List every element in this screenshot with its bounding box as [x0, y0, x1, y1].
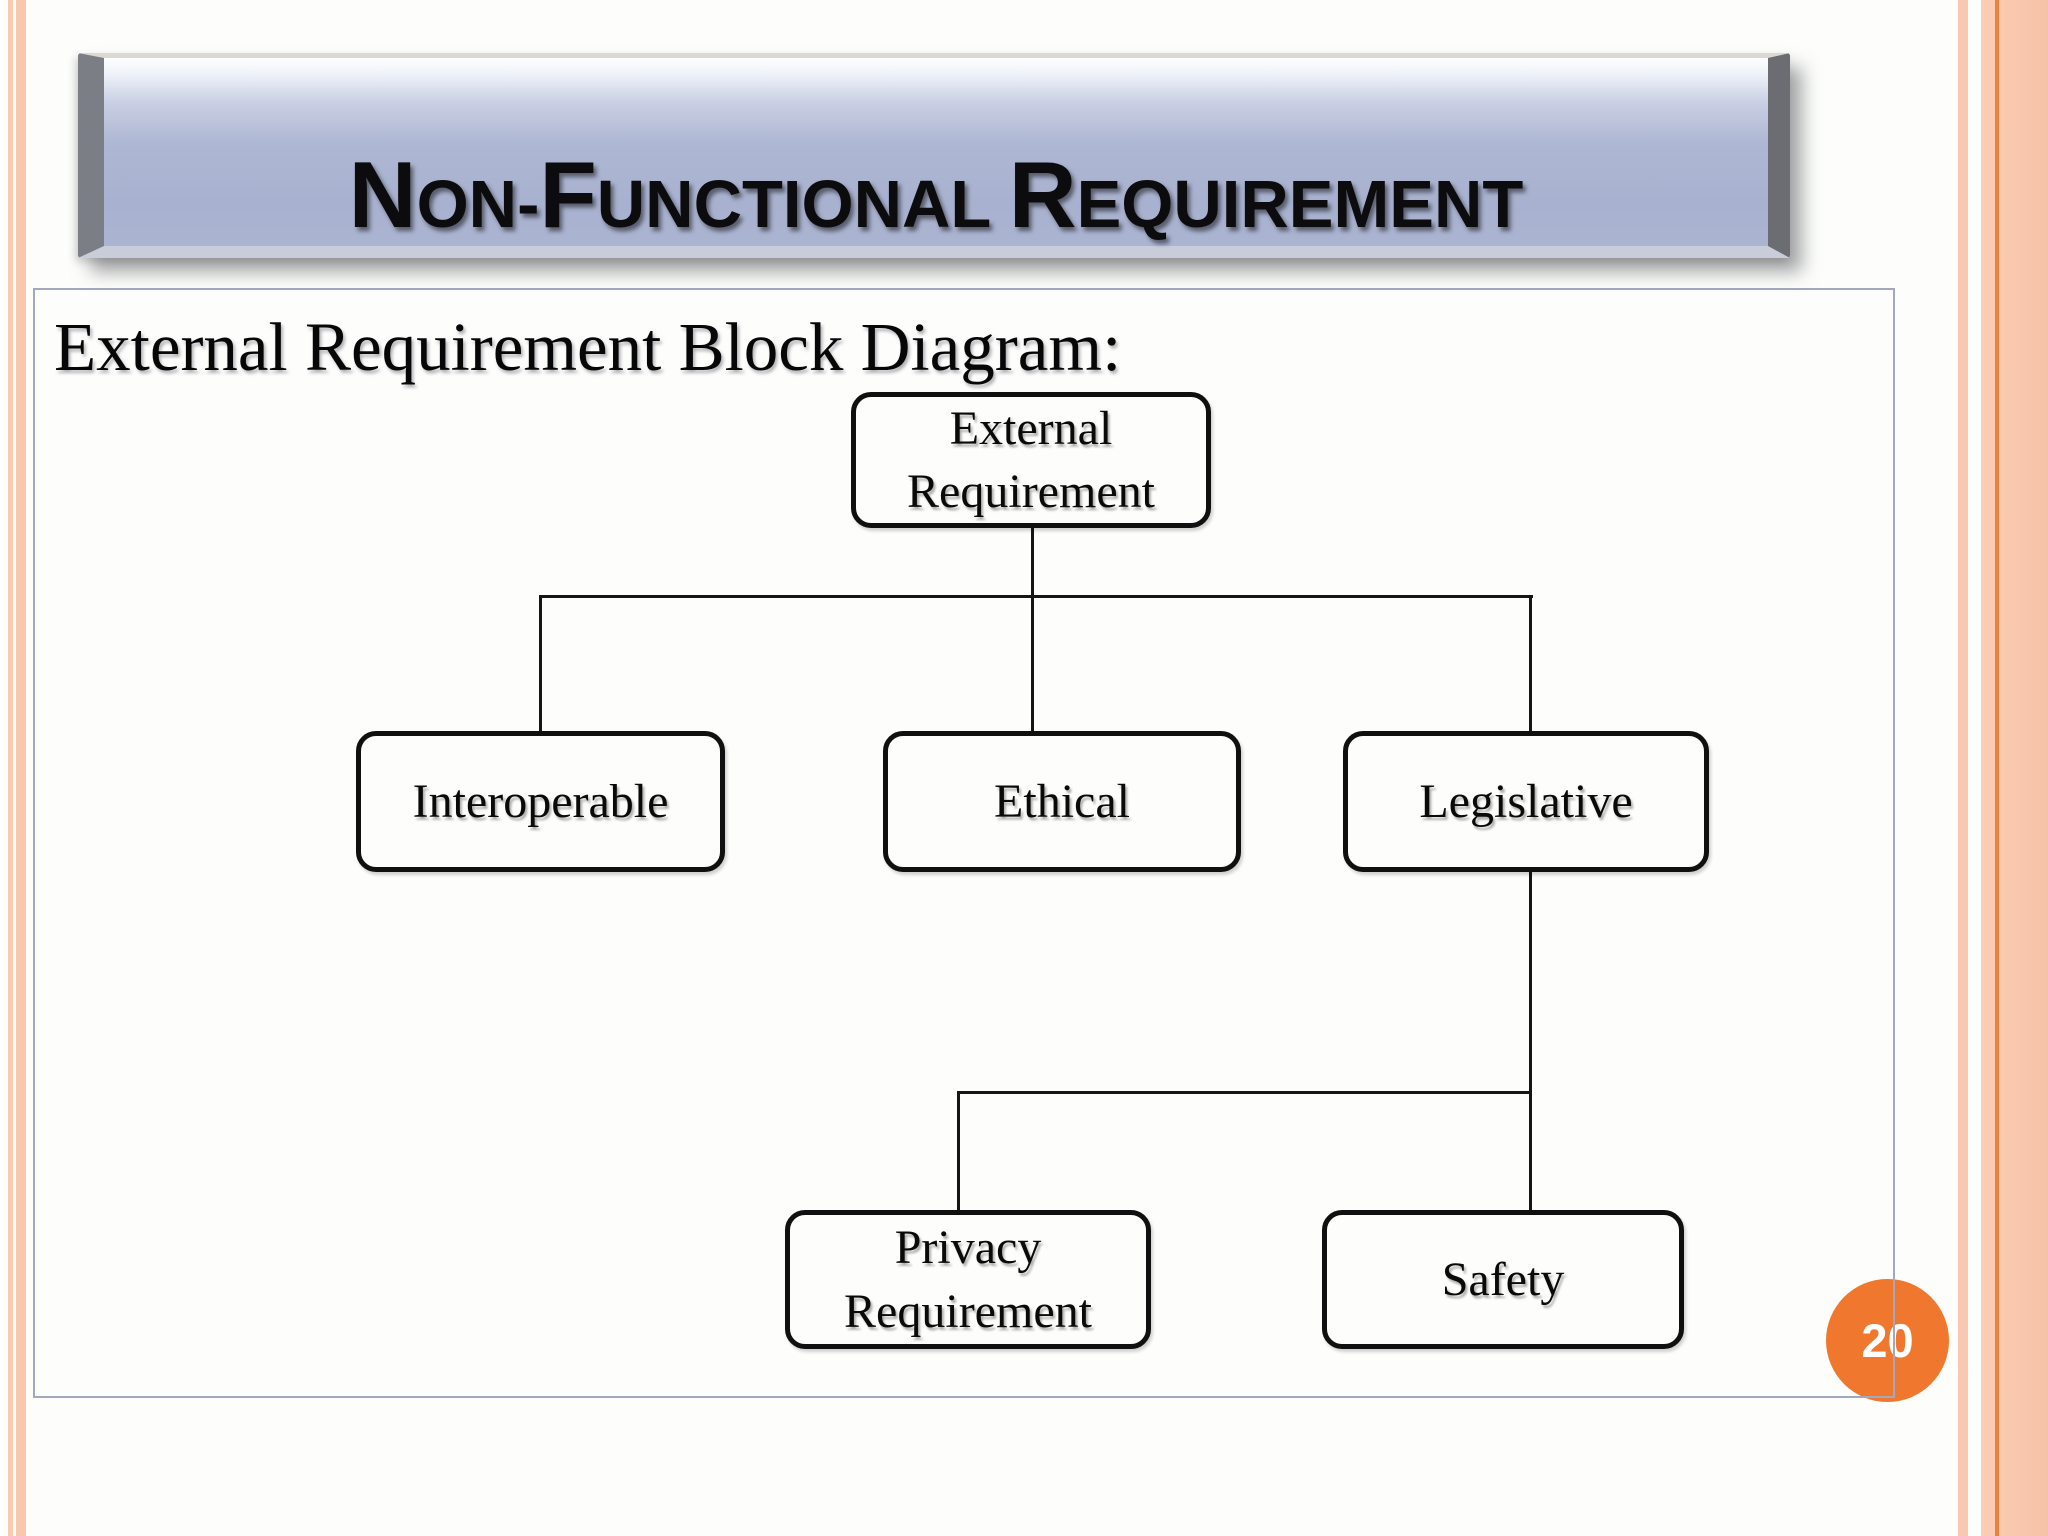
node-external-requirement: External Requirement: [851, 392, 1211, 528]
connector-legislative-down: [1529, 872, 1532, 1210]
node-label: Privacy: [894, 1221, 1042, 1275]
title-segment: F: [539, 142, 597, 247]
node-interoperable: Interoperable: [356, 731, 725, 872]
node-label: Requirement: [907, 465, 1155, 518]
page-number-badge: 20: [1826, 1279, 1949, 1402]
node-safety: Safety: [1322, 1210, 1684, 1349]
node-label: Legislative: [1419, 774, 1633, 828]
left-border-stripe-wide: [16, 0, 26, 1536]
content-frame: [33, 288, 1895, 1398]
node-privacy-requirement: Privacy Requirement: [785, 1210, 1151, 1349]
connector-top-horizontal: [539, 595, 1533, 598]
title-segment: ON-: [416, 167, 540, 242]
connector-to-interoperable: [539, 595, 542, 731]
slide-title-banner: NON-FUNCTIONAL REQUIREMENT: [78, 53, 1790, 258]
right-border-band: [1981, 0, 2048, 1536]
left-border-stripe-thin: [8, 0, 13, 1536]
title-segment: EQUIREMENT: [1076, 167, 1524, 242]
section-heading: External Requirement Block Diagram:: [54, 309, 1122, 385]
node-label: Interoperable: [412, 774, 669, 828]
page-number: 20: [1861, 1314, 1914, 1367]
title-segment: UNCTIONAL: [596, 167, 1009, 242]
title-segment: N: [348, 142, 417, 247]
node-ethical: Ethical: [883, 731, 1241, 872]
connector-to-privacy: [957, 1091, 960, 1210]
connector-external-down: [1031, 528, 1034, 731]
connector-to-legislative: [1529, 595, 1532, 731]
node-label: External: [949, 401, 1113, 455]
connector-bottom-horizontal: [957, 1091, 1532, 1094]
right-border-stripe-thin: [1958, 0, 1968, 1536]
slide-title: NON-FUNCTIONAL REQUIREMENT: [349, 148, 1524, 242]
node-label: Ethical: [994, 774, 1130, 828]
title-segment: R: [1008, 142, 1077, 247]
right-border-accent-line: [1995, 0, 1999, 1536]
node-label: Requirement: [844, 1284, 1092, 1338]
node-label: Safety: [1441, 1252, 1565, 1306]
node-legislative: Legislative: [1343, 731, 1709, 872]
